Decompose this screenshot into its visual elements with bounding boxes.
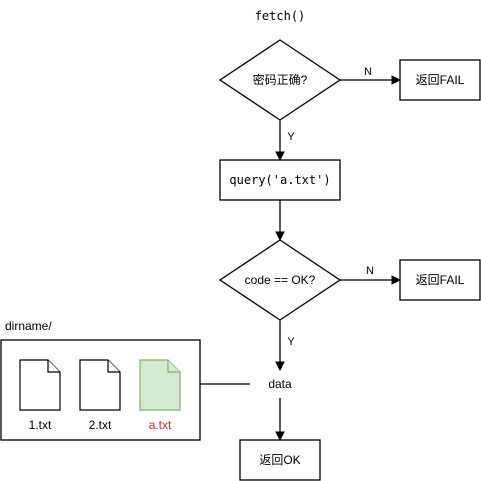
fail-label-2: 返回FAIL (416, 273, 465, 287)
edge-label-code-no: N (366, 265, 374, 277)
file-fold-2 (107, 360, 120, 373)
password-check-label: 密码正确? (253, 72, 308, 87)
directory-label: dirname/ (5, 319, 52, 333)
file-fold-1 (47, 360, 60, 373)
flowchart-title: fetch() (255, 9, 306, 23)
code-check-label: code == OK? (245, 273, 316, 287)
arrowhead-code-no (391, 275, 402, 285)
file-name-3: a.txt (149, 418, 172, 432)
edge-label-password-no: N (364, 66, 372, 78)
edge-label-code-yes: Y (287, 336, 295, 348)
fail-label-1: 返回FAIL (416, 73, 465, 87)
ok-box (239, 439, 321, 481)
arrowhead-code-yes (275, 361, 285, 372)
query-label: query('a.txt') (229, 173, 330, 187)
edge-label-password-yes: Y (287, 131, 295, 143)
query-box (219, 159, 341, 201)
arrowhead-query-code (275, 231, 285, 242)
fail-box-1 (399, 59, 481, 101)
arrowhead-data-ok (275, 431, 285, 442)
arrowhead-password-no (391, 75, 402, 85)
ok-label: 返回OK (259, 453, 300, 467)
file-name-1: 1.txt (29, 418, 52, 432)
file-fold-3 (167, 360, 180, 373)
file-name-2: 2.txt (89, 418, 112, 432)
arrowhead-password-yes (275, 151, 285, 162)
data-label: data (268, 377, 292, 391)
fail-box-2 (399, 259, 481, 301)
